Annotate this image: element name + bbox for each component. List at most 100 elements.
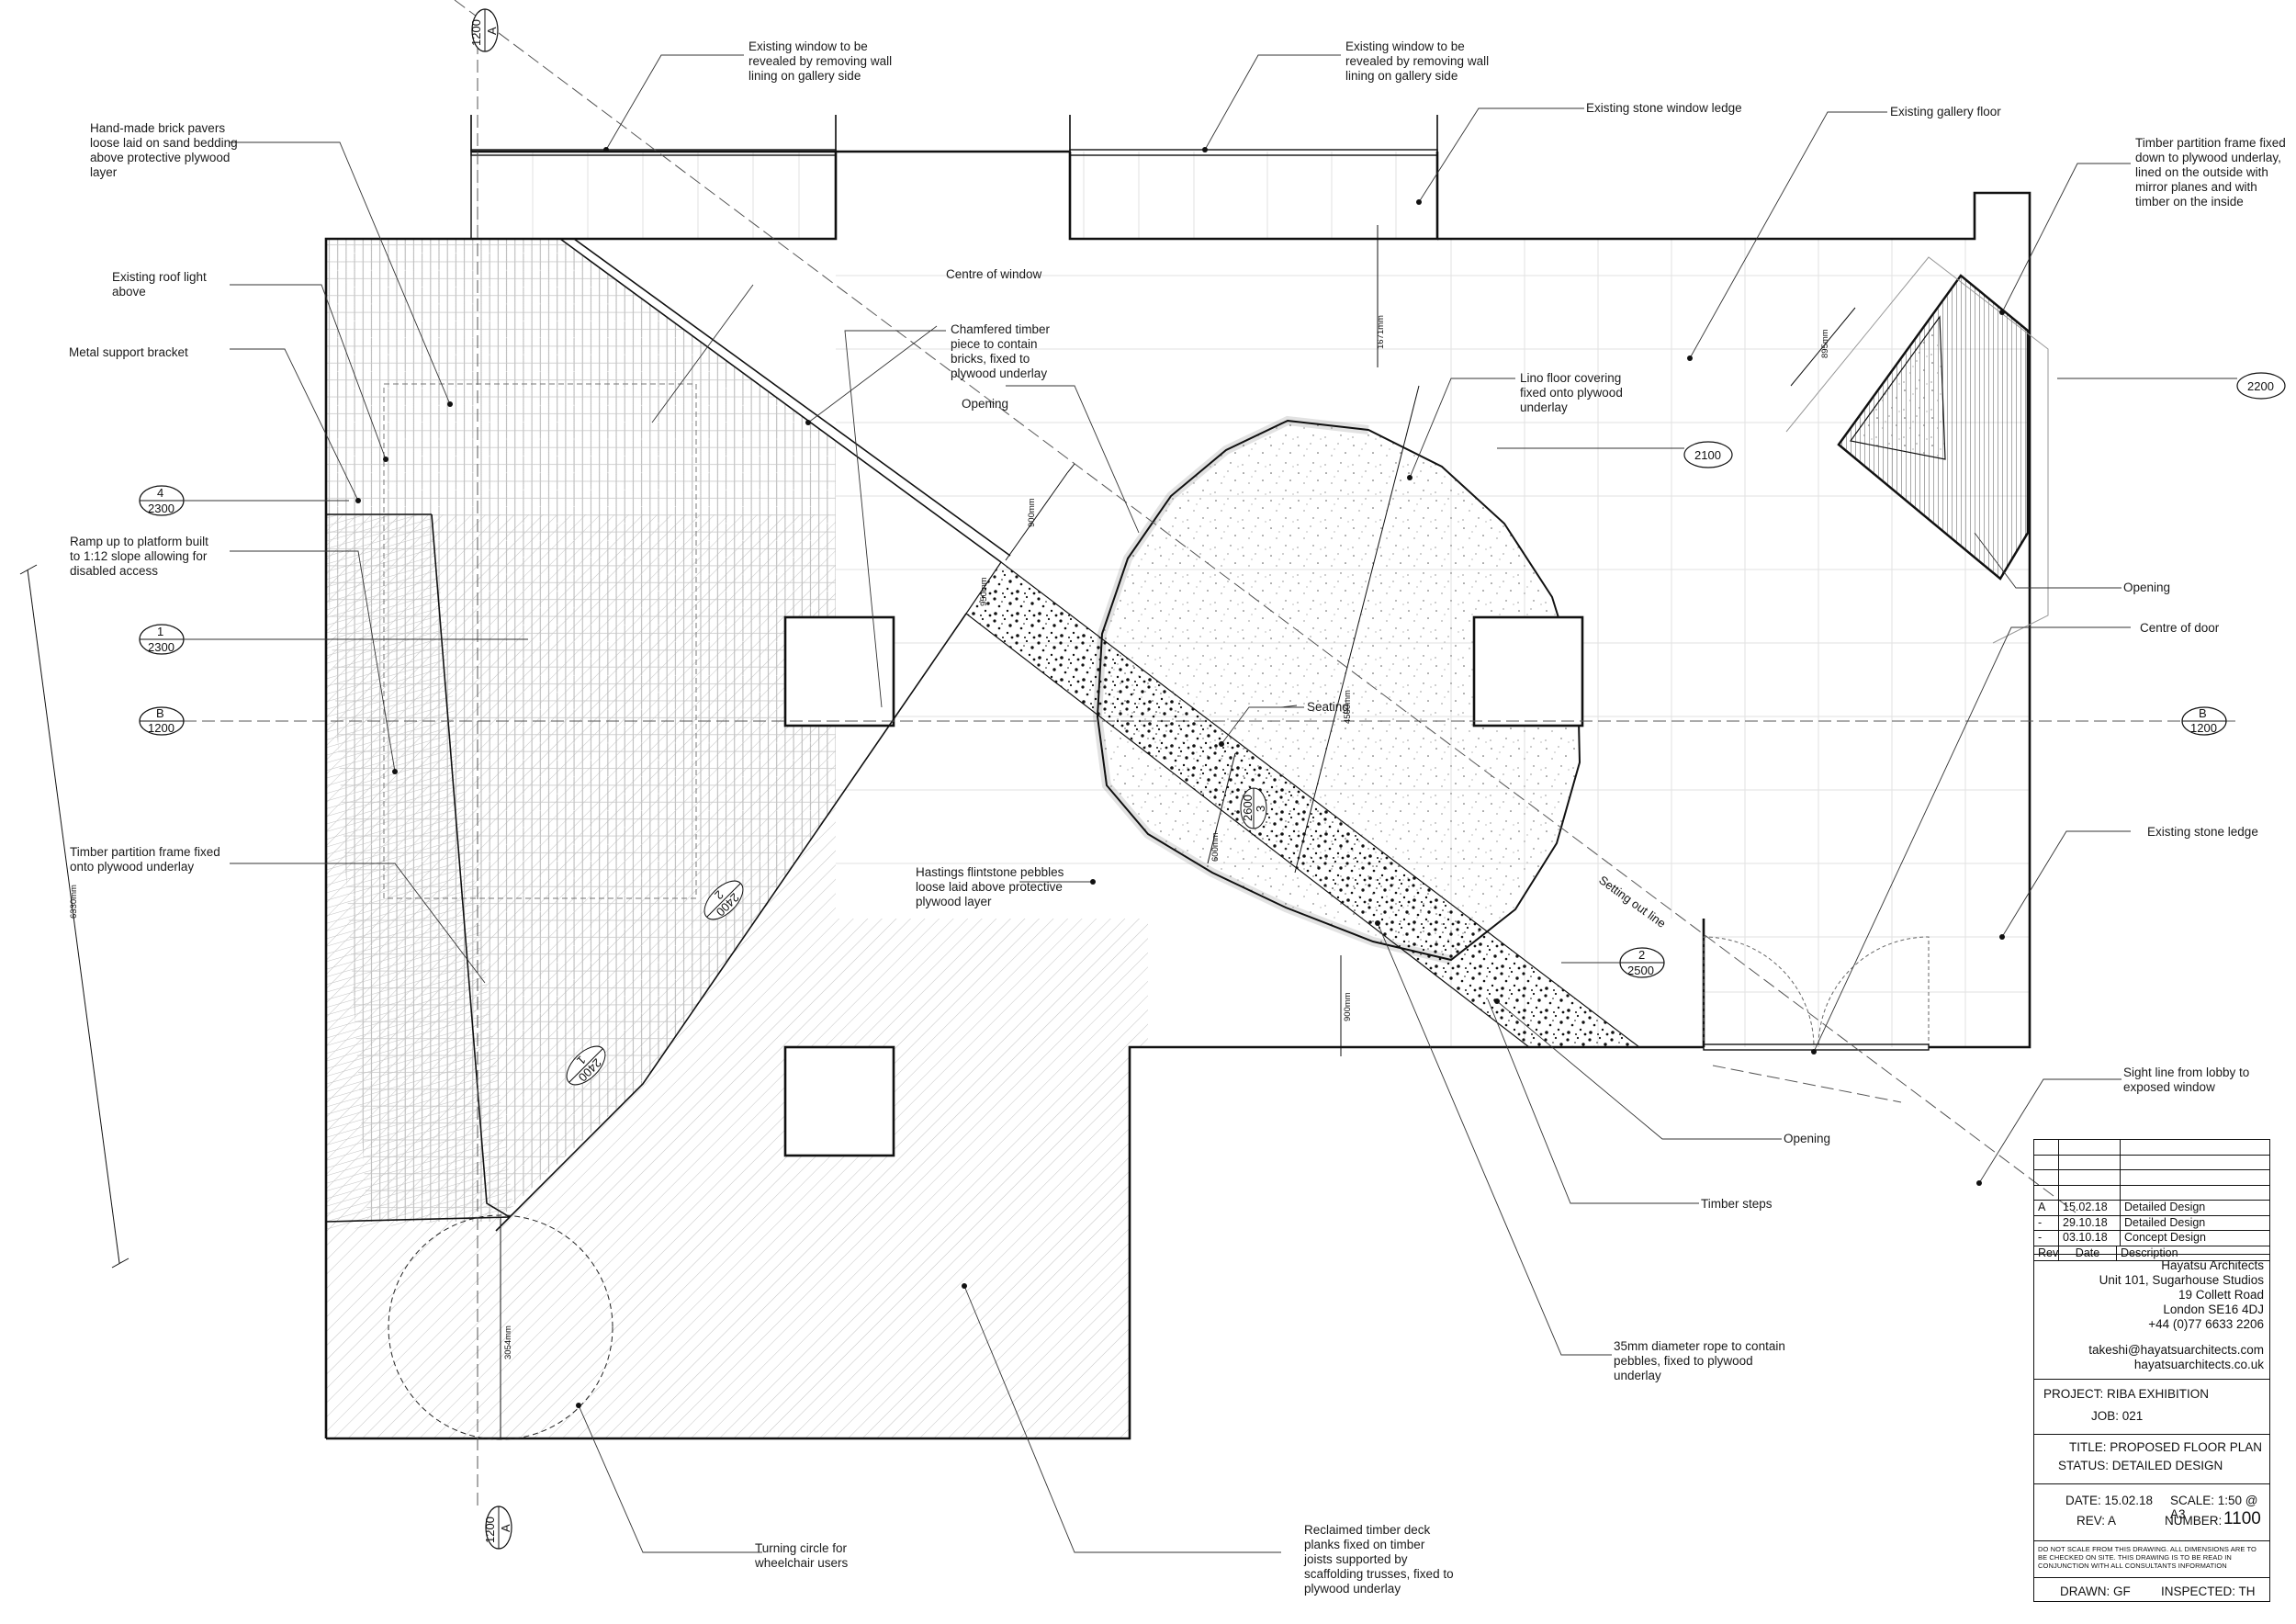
svg-text:2300: 2300 xyxy=(148,640,174,654)
elevation-tag-2: 2 2500 xyxy=(1561,947,1665,978)
firm-address-3: London SE16 4DJ xyxy=(2163,1303,2264,1316)
svg-text:4500mm: 4500mm xyxy=(1343,690,1353,724)
note-lino-floor: Lino floor covering fixed onto plywood u… xyxy=(1520,371,1623,414)
drawing-number-label: NUMBER: xyxy=(2165,1514,2223,1528)
svg-text:1200: 1200 xyxy=(469,19,483,46)
drawn-by: DRAWN: GF xyxy=(2060,1585,2131,1598)
mirror-opening xyxy=(1785,256,2049,644)
section-tag-a-top: 1200 A xyxy=(469,8,499,52)
double-door xyxy=(1703,936,1930,1048)
note-stone-window-ledge: Existing stone window ledge xyxy=(1586,101,1742,115)
note-timber-steps: Timber steps xyxy=(1701,1197,1773,1211)
plan-tag-2600: 2600 3 xyxy=(1240,787,1267,829)
firm-address-1: Unit 101, Sugarhouse Studios xyxy=(2099,1273,2264,1287)
note-gallery-floor: Existing gallery floor xyxy=(1890,105,2001,118)
revision-row xyxy=(2034,1155,2269,1170)
note-brick-pavers: Hand-made brick pavers loose laid on san… xyxy=(90,121,238,179)
note-opening-3: Opening xyxy=(1784,1132,1831,1145)
note-window-1: Existing window to be revealed by removi… xyxy=(748,39,893,83)
svg-text:A: A xyxy=(485,27,499,35)
firm-details: Hayatsu Architects Unit 101, Sugarhouse … xyxy=(2034,1254,2269,1379)
svg-text:900mm: 900mm xyxy=(1343,992,1353,1021)
svg-text:1671mm: 1671mm xyxy=(1376,315,1386,349)
note-turning-circle: Turning circle for wheelchair users xyxy=(755,1541,849,1570)
job-number: JOB: 021 xyxy=(2091,1409,2144,1423)
leader-lines xyxy=(230,54,2131,1553)
brick-pavers-area xyxy=(326,239,1001,1222)
deck-ramp-area xyxy=(326,514,514,1231)
project-name: PROJECT: RIBA EXHIBITION xyxy=(2043,1387,2210,1401)
plan-tag-2400a: 2400 2 xyxy=(703,880,744,920)
note-metal-bracket: Metal support bracket xyxy=(69,345,188,359)
svg-text:A: A xyxy=(499,1524,512,1532)
drawing-status: STATUS: DETAILED DESIGN xyxy=(2058,1459,2223,1472)
section-tag-b-left: B 1200 xyxy=(139,706,185,736)
note-chamfered-timber: Chamfered timber piece to contain bricks… xyxy=(951,322,1051,380)
inspected-by: INSPECTED: TH xyxy=(2161,1585,2256,1598)
drawing-rev: REV: A xyxy=(2077,1514,2117,1528)
svg-text:900mm: 900mm xyxy=(1027,498,1037,527)
svg-text:4: 4 xyxy=(157,486,163,500)
elevation-tag-2100: 2100 xyxy=(1497,441,1733,468)
firm-name: Hayatsu Architects xyxy=(2161,1258,2264,1272)
mirror-partition xyxy=(1837,274,2030,581)
note-deck-planks: Reclaimed timber deck planks fixed on ti… xyxy=(1304,1523,1454,1596)
note-existing-stone-ledge: Existing stone ledge xyxy=(2147,825,2258,839)
drawing-number: 1100 xyxy=(2223,1509,2261,1528)
section-tag-b-right: B 1200 xyxy=(2181,706,2227,736)
firm-email: takeshi@hayatsuarchitects.com xyxy=(2088,1343,2264,1357)
svg-text:3054mm: 3054mm xyxy=(503,1325,513,1359)
drawing-date: DATE: 15.02.18 xyxy=(2065,1494,2154,1507)
svg-text:1200: 1200 xyxy=(148,721,174,735)
roof-light-outline xyxy=(383,383,697,899)
seating-platform xyxy=(1092,415,1581,964)
columns xyxy=(783,615,1584,1157)
svg-text:2: 2 xyxy=(1638,948,1645,962)
svg-text:1200: 1200 xyxy=(2190,721,2217,735)
revision-row xyxy=(2034,1140,2269,1156)
sign-off: DRAWN: GF INSPECTED: TH xyxy=(2034,1577,2269,1603)
elevation-tag-4: 4 2300 xyxy=(139,485,349,516)
section-tag-a-bottom: 1200 A xyxy=(483,1506,512,1550)
door-frame xyxy=(1703,1043,1930,1051)
note-timber-partition: Timber partition frame fixed onto plywoo… xyxy=(70,845,220,874)
note-flintstone: Hastings flintstone pebbles loose laid a… xyxy=(916,865,1064,908)
dimension-text: 6330mm 900mm 950mm 1671mm 4500mm 600mm 9… xyxy=(69,315,1830,1359)
svg-text:2500: 2500 xyxy=(1627,964,1654,977)
note-centre-of-door: Centre of door xyxy=(2140,621,2220,635)
firm-website: hayatsuarchitects.co.uk xyxy=(2133,1358,2264,1371)
project-details: PROJECT: RIBA EXHIBITION JOB: 021 xyxy=(2034,1379,2269,1434)
seating-bench xyxy=(1092,415,1453,964)
firm-phone: +44 (0)77 6633 2206 xyxy=(2148,1317,2264,1331)
svg-text:B: B xyxy=(2199,706,2207,720)
drawing-title-text: TITLE: PROPOSED FLOOR PLAN xyxy=(2069,1440,2263,1454)
svg-text:B: B xyxy=(156,706,164,720)
svg-text:6330mm: 6330mm xyxy=(69,885,79,919)
svg-text:950mm: 950mm xyxy=(979,577,989,606)
note-timber-partition-mirror: Timber partition frame fixed down to ply… xyxy=(2135,136,2286,209)
note-window-2: Existing window to be revealed by removi… xyxy=(1345,39,1490,83)
revision-row xyxy=(2034,1170,2269,1186)
drawing-meta: DATE: 15.02.18 SCALE: 1:50 @ A3 REV: A N… xyxy=(2034,1483,2269,1537)
dimension-lines xyxy=(19,225,1856,1438)
turning-circle xyxy=(388,1214,613,1440)
note-opening-1: Opening xyxy=(962,397,1009,411)
setting-out-lines xyxy=(165,0,2241,1506)
svg-text:2100: 2100 xyxy=(1694,448,1721,462)
elevation-tag-1: 1 2300 xyxy=(139,624,528,655)
svg-text:1200: 1200 xyxy=(483,1517,497,1543)
note-ramp: Ramp up to platform built to 1:12 slope … xyxy=(70,535,208,578)
elevation-tag-2200: 2200 xyxy=(2057,372,2286,400)
svg-text:2600: 2600 xyxy=(1241,795,1255,821)
svg-text:895mm: 895mm xyxy=(1820,329,1830,358)
disclaimer: DO NOT SCALE FROM THIS DRAWING. ALL DIME… xyxy=(2038,1545,2257,1570)
drawing-title: TITLE: PROPOSED FLOOR PLAN STATUS: DETAI… xyxy=(2034,1434,2269,1480)
note-centre-of-window: Centre of window xyxy=(946,267,1042,281)
disclaimer-section: DO NOT SCALE FROM THIS DRAWING. ALL DIME… xyxy=(2034,1540,2269,1577)
